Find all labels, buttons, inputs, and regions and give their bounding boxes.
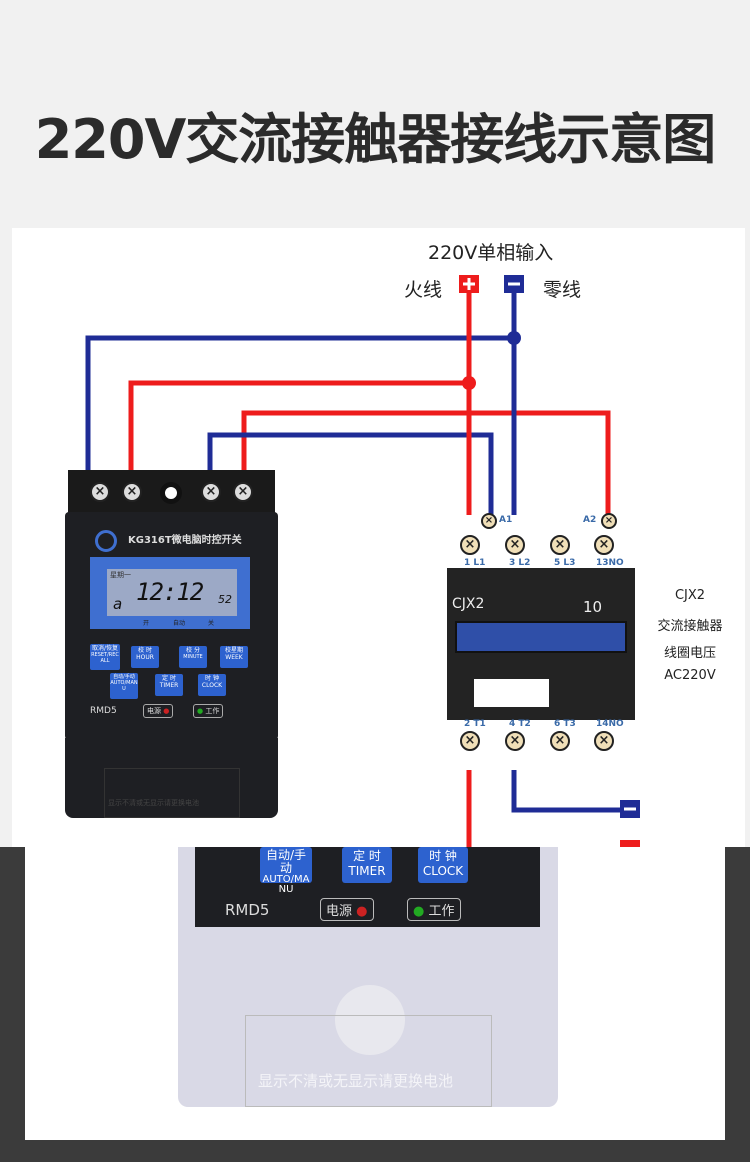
terminal-4: × [505, 731, 525, 751]
live-wire-a2 [241, 410, 611, 520]
lcd-seconds: 52 [218, 593, 232, 606]
battery-note: 显示不清或无显示请更换电池 [108, 799, 199, 807]
a1-terminal: × [481, 513, 497, 529]
timer-terminal-4: × [233, 482, 253, 502]
live-wire-timer [128, 290, 472, 472]
lcd-screen [107, 569, 237, 616]
timer-model-title: KG316T微电脑时控开关 [128, 535, 242, 546]
power-indicator-large: 电源 ● [320, 898, 374, 921]
terminal-label: 13NO [596, 558, 624, 568]
timer-terminal-1: × [90, 482, 110, 502]
neutral-wire-a1 [207, 432, 494, 520]
lcd-day: 星期一 [110, 571, 131, 579]
a2-terminal: × [601, 513, 617, 529]
wiring-svg [85, 275, 640, 847]
contactor-blue-bar [455, 621, 627, 653]
lcd-time: 12:12 [136, 578, 204, 606]
side-label: 交流接触器 [657, 619, 723, 634]
timer-center-hole [160, 482, 182, 504]
brand-logo [95, 530, 117, 552]
terminal-14: × [594, 731, 614, 751]
terminal-label: 5 L3 [554, 558, 576, 568]
lcd-on: 开 [143, 620, 150, 627]
battery-note-large: 显示不清或无显示请更换电池 [258, 1072, 454, 1090]
lcd-auto: 自动 [173, 620, 186, 627]
terminal-13: × [594, 535, 614, 555]
contactor-label-plate [474, 679, 549, 707]
power-indicator: 电源 ● [143, 704, 174, 718]
work-indicator-large: ● 工作 [407, 898, 461, 921]
terminal-label: 1 L1 [464, 558, 486, 568]
contactor-name: CJX2 [452, 596, 485, 612]
a2-label: A2 [583, 515, 597, 525]
a1-label: A1 [499, 515, 513, 525]
page-title: 220V交流接触器接线示意图 [34, 108, 717, 171]
terminal-label: 14NO [596, 719, 624, 729]
terminal-1: × [460, 535, 480, 555]
neutral-wire-timer [85, 290, 517, 472]
lcd-mode: a [113, 595, 123, 613]
live-junction [462, 376, 476, 390]
battery-cover [104, 768, 240, 818]
side-label: AC220V [664, 668, 716, 683]
terminal-label: 2 T1 [464, 719, 486, 729]
input-label: 220V单相输入 [428, 242, 554, 264]
work-indicator: ● 工作 [193, 704, 224, 718]
battery-knob [335, 985, 405, 1055]
timer-model: RMD5 [90, 706, 117, 716]
timer-lower-body [65, 738, 278, 818]
contactor-rating: 10 [583, 598, 603, 616]
load-plus-terminal [620, 840, 640, 847]
terminal-5: × [550, 535, 570, 555]
side-label: CJX2 [674, 588, 706, 603]
lcd-off: 关 [208, 620, 215, 627]
side-label: 线圈电压 [663, 646, 716, 661]
terminal-label: 6 T3 [554, 719, 576, 729]
terminal-3: × [505, 535, 525, 555]
terminal-6: × [550, 731, 570, 751]
terminal-2: × [460, 731, 480, 751]
live-label: 火线 [404, 279, 443, 301]
neutral-junction [507, 331, 521, 345]
timer-terminal-3: × [201, 482, 221, 502]
neutral-label: 零线 [543, 279, 582, 301]
timer-terminal-2: × [122, 482, 142, 502]
battery-cover-large [245, 1015, 492, 1107]
terminal-label: 4 T2 [509, 719, 531, 729]
device-model-large: RMD5 [225, 901, 270, 919]
terminal-label: 3 L2 [509, 558, 531, 568]
